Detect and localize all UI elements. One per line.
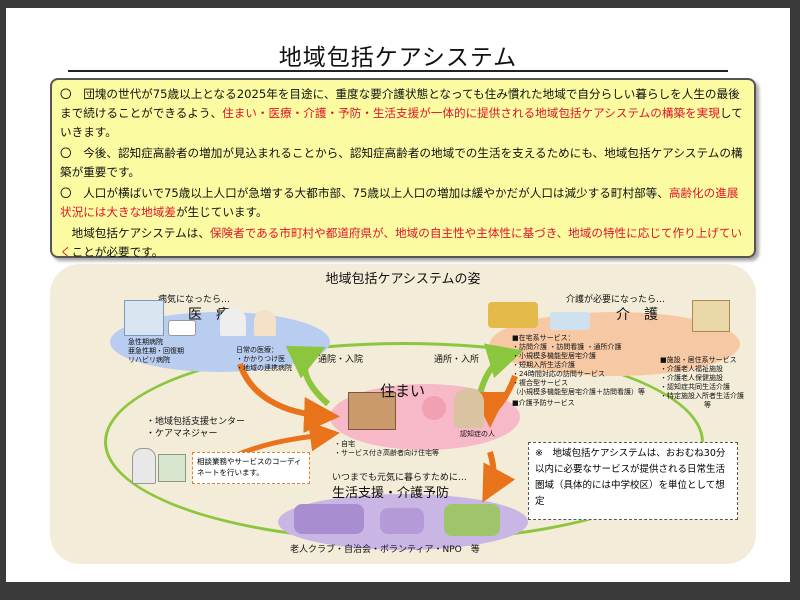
volunteer-group-icon [380,508,424,534]
care-facility-icon [692,300,730,332]
hospital-list: 急性期病院 亜急性期・回復期 リハビリ病院 [128,338,184,365]
medical-heading: 医 療 [188,307,230,323]
clinic-item: 日常の医療： [236,346,278,354]
flow-left-label: 通院・入院 [318,355,364,365]
support-center-item: ・地域包括支援センター [146,417,246,427]
arrow-home-to-care [477,343,524,395]
summary-p4-end: ことが必要です。 [71,245,164,259]
nurse-icon [254,310,276,336]
facility-service-item: 等 [704,401,711,409]
home-heading: 住まい [380,382,426,400]
summary-p4-text: 地域包括ケアシステムは、 [60,226,210,240]
community-group-icon [444,504,500,536]
elderly-couple-icon [454,388,484,428]
care-manager-icon [132,448,156,484]
doctor-icon [220,308,246,336]
medical-prompt: 病気になったら… [158,295,231,305]
summary-p3-text: 〇 人口が横ばいで75歳以上人口が急増する大都市部、75歳以上人口の増加は緩やか… [60,186,669,200]
arrow-home-to-prevention [482,451,516,503]
facility-service-item: ・介護老人福祉施設 [660,365,723,373]
hospital-item: リハビリ病院 [128,356,170,364]
home-service-item: ・訪問介護 ・訪問看護 ・通所介護 [512,343,622,351]
summary-p1-highlight: 住まい・医療・介護・予防・生活支援が一体的に提供される地域包括ケアシステムの構築… [222,106,720,120]
care-van-icon [488,302,538,328]
summary-p3-end: が生じています。 [175,205,268,219]
community-groups: 老人クラブ・自治会・ボランティア・NPO 等 [290,545,480,555]
prevention-service: ■介護予防サービス [512,399,575,407]
clinic-item: ・かかりつけ医 [236,355,286,363]
summary-p1-end: していきます。 [60,106,743,139]
arrow-medical-to-home [237,362,340,433]
summary-p1-text: 〇 団塊の世代が75歳以上となる2025年を目途に、重度な要介護状態となっても住… [60,87,740,120]
home-item: ・自宅 [334,440,355,448]
arrow-care-to-home [472,374,518,428]
care-system-diagram: 地域包括ケアシステムの姿 病気になったら… 医 療 急性期病院 亜急性期・ [50,264,756,564]
home-service-item: （小規模多機能型居宅介護＋訪問看護）等 [512,388,645,396]
home-service-item: ・小規模多機能型居宅介護 [512,352,596,360]
support-center-item: ・ケアマネジャー [146,429,218,439]
clinic-item: ・地域の連携病院 [236,364,292,372]
house-icon [348,392,396,430]
home-service-item: ・複合型サービス [512,379,568,387]
elder-label: 認知症の人 [460,430,495,438]
slide: 地域包括ケアシステム 〇 団塊の世代が75歳以上となる2025年を目途に、重度な… [6,8,790,582]
support-center-building-icon [158,454,186,482]
ambulance-icon [168,320,196,336]
hospital-item: 急性期病院 [128,338,163,346]
summary-p4-highlight: 保険者である市町村や都道府県が、地域の自主性や主体性に基づき、地域の特性に応じて… [60,226,743,259]
flow-right-label: 通所・入所 [434,355,480,365]
home-item: ・サービス付き高齢者向け住宅等 [334,449,439,457]
area-note: ※ 地域包括ケアシステムは、おおむね30分以内に必要なサービスが提供される日常生… [528,442,738,520]
home-services-list: ■在宅系サービス： ・訪問介護 ・訪問看護 ・通所介護 ・小規模多機能型居宅介護… [512,334,645,408]
prevention-prompt: いつまでも元気に暮らすために… [332,473,467,483]
facility-service-item: ・認知症共同生活介護 [660,383,730,391]
coordination-note: 相談業務やサービスのコーディネートを行います。 [192,452,310,484]
family-icon [422,396,446,420]
hospital-item: 亜急性期・回復期 [128,347,184,355]
arrow-home-to-medical [285,345,331,407]
bath-care-icon [550,312,590,330]
home-service-item: ・短期入所生活介護 [512,361,575,369]
facility-services-list: ■施設・居住系サービス ・介護老人福祉施設 ・介護老人保健施設 ・認知症共同生活… [660,356,744,410]
care-prompt: 介護が必要になったら… [566,295,666,305]
summary-paragraph-1: 〇 団塊の世代が75歳以上となる2025年を目途に、重度な要介護状態となっても住… [60,85,746,142]
exercise-group-icon [294,504,364,534]
page-title: 地域包括ケアシステム [278,45,518,71]
home-service-item: ■在宅系サービス： [512,334,575,342]
summary-paragraph-3: 〇 人口が横ばいで75歳以上人口が急増する大都市部、75歳以上人口の増加は緩やか… [60,184,746,222]
summary-box: 〇 団塊の世代が75歳以上となる2025年を目途に、重度な要介護状態となっても住… [50,78,756,259]
home-items: ・自宅 ・サービス付き高齢者向け住宅等 [334,440,439,458]
hospital-building-icon [124,300,164,336]
facility-service-item: ・介護老人保健施設 [660,374,723,382]
diagram-title: 地域包括ケアシステムの姿 [325,272,481,287]
facility-service-item: ■施設・居住系サービス [660,356,737,364]
summary-p3-highlight: 高齢化の進展状況には大きな地域差 [60,186,739,219]
summary-paragraph-2: 〇 今後、認知症高齢者の増加が見込まれることから、認知症高齢者の地域での生活を支… [60,146,743,179]
facility-service-item: ・特定施設入所者生活介護 [660,392,744,400]
care-heading: 介 護 [616,307,658,323]
prevention-heading: 生活支援・介護予防 [332,486,450,501]
support-center-list: ・地域包括支援センター ・ケアマネジャー [146,416,245,440]
clinic-list: 日常の医療： ・かかりつけ医 ・地域の連携病院 [236,346,292,373]
title-underline [68,70,728,72]
summary-paragraph-4: 地域包括ケアシステムは、保険者である市町村や都道府県が、地域の自主性や主体性に基… [60,224,746,262]
home-service-item: ・24時間対応の訪問サービス [512,370,605,378]
